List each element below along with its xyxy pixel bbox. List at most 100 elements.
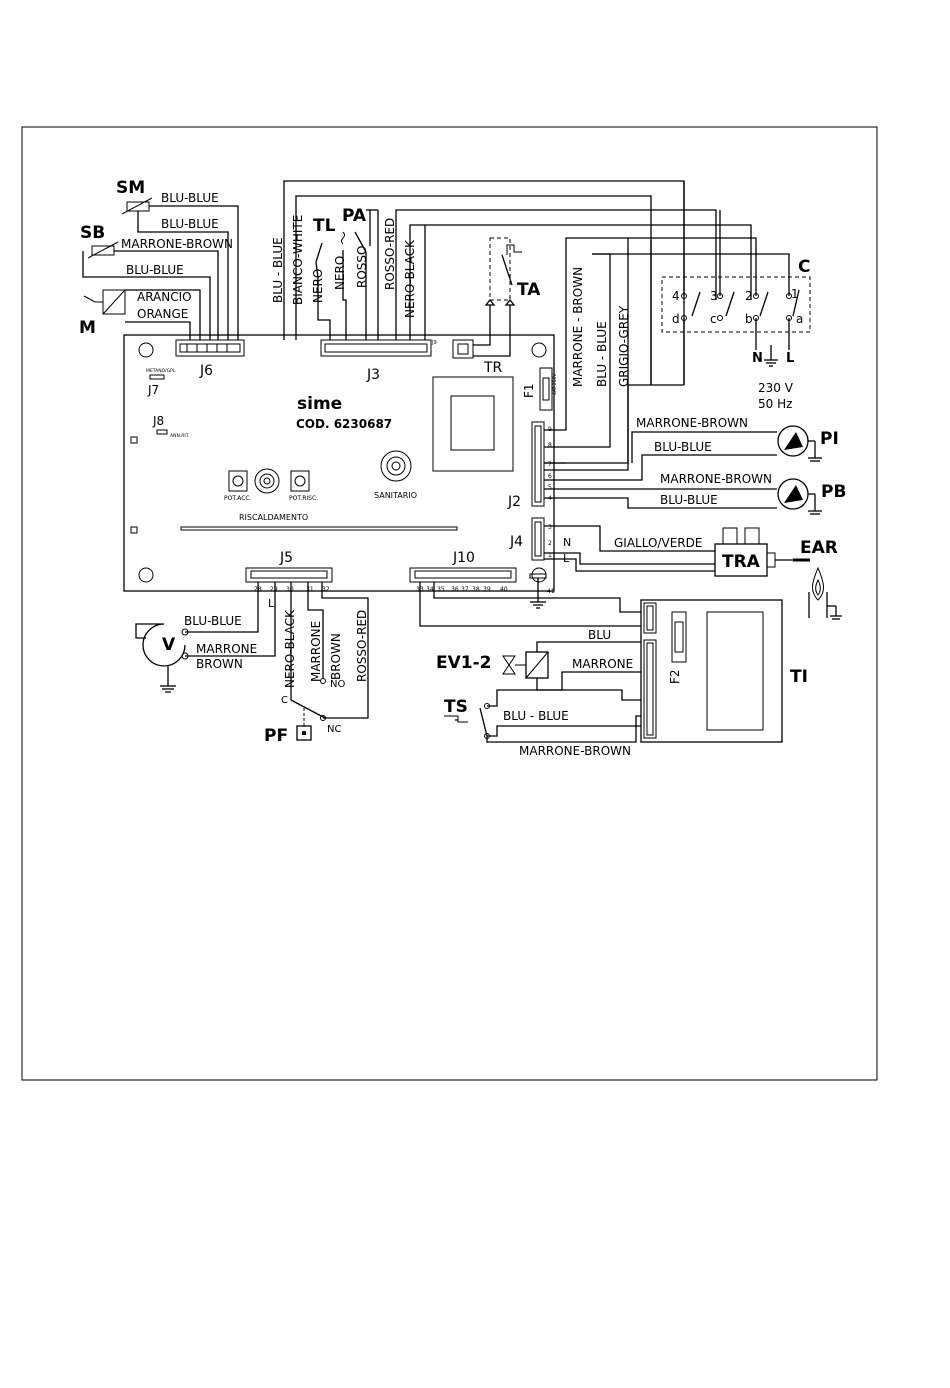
j10-pin-35: 35 (437, 586, 445, 593)
j5-pin-32: 32 (322, 586, 330, 593)
sm-sensor (121, 197, 153, 215)
c-n3: 3 (710, 289, 718, 303)
pb-label: PB (821, 482, 846, 502)
wire-m1: ARANCIO (137, 290, 192, 304)
j10-pin-38: 38 (472, 586, 480, 593)
connector-j5-block (245, 567, 333, 583)
tra-label: TRA (722, 552, 761, 572)
wire-sb2: BLU-BLUE (126, 263, 184, 277)
connector-j8: J8 (152, 414, 164, 428)
wire-pb-blu: BLU-BLUE (660, 493, 718, 507)
f1-label: F1 (522, 383, 536, 398)
v-label: V (162, 635, 176, 655)
c-c: c (710, 312, 717, 326)
connector-j3-block (320, 339, 432, 357)
sanitario-pot (380, 450, 412, 482)
wire-pf-marrone2: BROWN (329, 633, 343, 680)
wire-sm2: BLU-BLUE (161, 217, 219, 231)
j5-pin-29: 29 (270, 586, 278, 593)
wire-j3-nero2: NERO (333, 256, 347, 290)
supply-voltage: 230 V (758, 381, 794, 395)
connector-j4-block (531, 517, 545, 561)
j4-pin-3: 3 (548, 524, 552, 531)
pot-risc (290, 470, 310, 492)
wire-v-marrone2: BROWN (196, 657, 243, 671)
ta-switch (473, 237, 522, 357)
supply-freq: 50 Hz (758, 397, 792, 411)
f1-rating: 4AT 250V (552, 373, 558, 395)
pi-pump (777, 425, 822, 462)
pb-pump (777, 478, 822, 515)
pa-switch (341, 209, 378, 253)
wire-v-blu: BLU-BLUE (184, 614, 242, 628)
ann-rit-label: ANN.RIT. (170, 433, 189, 439)
wire-j3-blu: BLU - BLUE (271, 237, 285, 303)
ti-transformer (640, 599, 783, 743)
tl-switch (315, 242, 323, 279)
wire-ev-marrone: MARRONE (572, 657, 633, 671)
connector-j2: J2 (507, 494, 521, 510)
supply-n: N (752, 351, 763, 366)
pf-switch (290, 678, 326, 741)
metano-gpl-label: METANO/GPL (146, 368, 176, 374)
wire-j2-grigio: GRIGIO-GREY (617, 305, 631, 387)
j10-pin-36: 36 (451, 586, 459, 593)
board-brand: sime (297, 394, 342, 414)
ev-label: EV1-2 (436, 653, 491, 673)
ti-label: TI (790, 667, 808, 687)
pa-label: PA (342, 206, 367, 226)
m-motor (83, 289, 126, 315)
tra-box (714, 527, 810, 577)
tl-label: TL (313, 216, 336, 236)
pot-acc (228, 468, 280, 494)
wire-pi-blu: BLU-BLUE (654, 440, 712, 454)
c-n1: 1 (791, 287, 799, 301)
wire-pf-neroblack: NERO-BLACK (283, 609, 297, 688)
j10-pin-39: 39 (483, 586, 491, 593)
wire-pf-marrone1: MARRONE (309, 621, 323, 682)
wire-m2: ORANGE (137, 307, 188, 321)
j10-pin-34: 34 (426, 586, 434, 593)
board-code: COD. 6230687 (296, 417, 392, 431)
wire-pb-marrone: MARRONE-BROWN (660, 472, 772, 486)
ear-label: EAR (800, 538, 838, 558)
c-d: d (672, 312, 680, 326)
ts-label: TS (444, 697, 468, 717)
wire-j2-marrone: MARRONE - BROWN (571, 267, 585, 387)
wire-sm1: BLU-BLUE (161, 191, 219, 205)
f2-label: F2 (668, 669, 682, 684)
j10-pin-37: 37 (461, 586, 469, 593)
wire-j2-blu: BLU - BLUE (595, 321, 609, 387)
sb-label: SB (80, 223, 105, 243)
pf-label: PF (264, 726, 288, 746)
j4-n: N (563, 536, 571, 549)
connector-j7: J7 (147, 383, 159, 397)
c-n2: 2 (745, 289, 753, 303)
wire-j3-rossored: ROSSO-RED (383, 218, 397, 290)
tr-label: TR (483, 360, 503, 376)
c-b: b (745, 312, 753, 326)
switch-c: C 4 3 2 1 d c b a (592, 181, 811, 385)
ev-valve (502, 651, 549, 679)
pot-acc-label: POT.ACC. (224, 495, 252, 502)
connector-j10-block (409, 567, 517, 583)
supply-earth (764, 345, 778, 367)
j10-pin-41: 41 (547, 588, 555, 595)
wire-j3-bianco: BIANCO-WHITE (291, 215, 305, 305)
sanitario-label: SANITARIO (374, 491, 417, 500)
connector-j5: J5 (279, 550, 293, 566)
j4-pin-2: 2 (548, 540, 552, 547)
ta-label: TA (517, 280, 541, 300)
sb-sensor (87, 241, 119, 259)
connector-j6: J6 (199, 363, 213, 379)
j2-pin-5: 5 (548, 484, 552, 491)
c-n4: 4 (672, 289, 680, 303)
wire-v-marrone1: MARRONE (196, 642, 257, 656)
j5-pin-30: 30 (286, 586, 294, 593)
j4-pin-1: 1 (548, 552, 552, 559)
wire-pi-marrone: MARRONE-BROWN (636, 416, 748, 430)
connector-j2-block (531, 421, 545, 507)
riscaldamento-label: RISCALDAMENTO (239, 513, 308, 522)
fan-v (135, 623, 189, 693)
diagram-frame (21, 126, 878, 1081)
